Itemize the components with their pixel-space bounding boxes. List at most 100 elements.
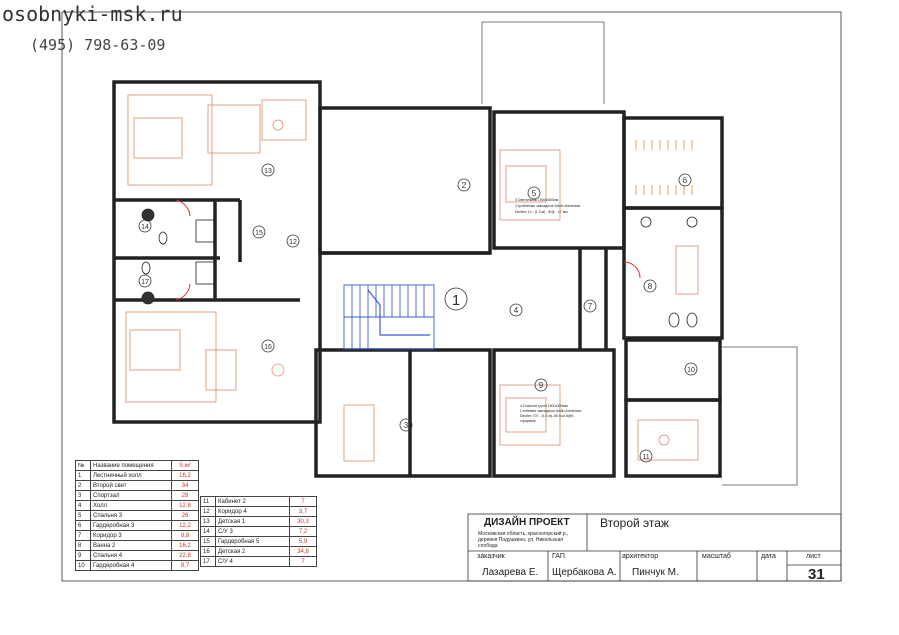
room-17-label: 17 (141, 279, 149, 286)
room-13-label: 13 (264, 168, 272, 175)
header-cell-0: № (75, 460, 91, 471)
room-name: Детская 2 (215, 546, 290, 557)
room-14-label: 14 (141, 224, 149, 231)
room-area: 26 (171, 510, 199, 521)
gap-label: ГАП (552, 553, 565, 560)
doors-red (175, 199, 641, 301)
room5-note-line-1: 4.Светильник 1500x300мм (515, 198, 559, 202)
room-7-label: 7 (588, 302, 593, 311)
room-9-label: 9 (539, 381, 544, 390)
room-labels: 1 2 3 4 5 6 7 8 9 10 11 12 13 14 15 16 1… (138, 163, 698, 463)
header-cell-1: Название помещения (90, 460, 172, 471)
project-label: ДИЗАЙН ПРОЕКТ (484, 517, 570, 528)
room-num: 11 (200, 496, 216, 507)
room-num: 5 (75, 510, 91, 521)
room-5: 5 (527, 186, 541, 200)
room-4: 4 (509, 303, 523, 317)
room5-note: 4.Светильник 1500x300мм Стройевные закла… (515, 198, 580, 214)
room-area: 30,3 (289, 516, 317, 527)
room-area: 8,8 (171, 530, 199, 541)
room-area: 34 (171, 480, 199, 491)
title-block-lines (467, 513, 842, 582)
room-area: 16,2 (171, 470, 199, 481)
room-14: 14 (138, 219, 152, 233)
room-num: 17 (200, 556, 216, 567)
customer-label: заказчик (477, 553, 505, 560)
room-12: 12 (286, 234, 300, 248)
room-area: 34,8 (289, 546, 317, 557)
room-area: 12,2 (171, 520, 199, 531)
room-12-label: 12 (289, 239, 297, 246)
room-1-label: 1 (452, 292, 460, 309)
room-name: Второй свет (90, 480, 172, 491)
room-area: 16,2 (171, 540, 199, 551)
terrace-right (722, 346, 798, 486)
room-num: 10 (75, 560, 91, 571)
room-num: 12 (200, 506, 216, 517)
room-13: 13 (261, 163, 275, 177)
room-10-label: 10 (687, 367, 695, 374)
site-url: osobnyki-msk.ru (2, 2, 183, 26)
room-6-label: 6 (683, 176, 688, 185)
room-name: Гардеробная 4 (90, 560, 172, 571)
room-11-label: 11 (642, 454, 649, 461)
room9-note-line-3: Decflex 707 - (1.6 м)- 80 м.м 8@9- (520, 414, 575, 418)
room-name: Коридор 4 (215, 506, 290, 517)
architect-label: архитектор (622, 553, 659, 560)
room-3-label: 3 (404, 421, 409, 430)
room-4-label: 4 (514, 306, 519, 315)
room-name: Коридор 3 (90, 530, 172, 541)
room-name: Гардеробная 5 (215, 536, 290, 547)
room-area: 5,9 (289, 536, 317, 547)
furniture (125, 94, 699, 462)
address-line-3: слобода (478, 543, 498, 549)
room-name: Гардеробная 3 (90, 520, 172, 531)
header-cell-2: S,м² (171, 460, 199, 471)
room-11: 11 (639, 449, 653, 463)
room-area: 12,8 (171, 500, 199, 511)
room-name: Холл (90, 500, 172, 511)
room-name: Спальня 4 (90, 550, 172, 561)
room-15-label: 15 (255, 230, 263, 237)
room-area: 3,7 (289, 506, 317, 517)
room-num: 15 (200, 536, 216, 547)
room-16-label: 16 (264, 344, 272, 351)
room-num: 16 (200, 546, 216, 557)
room-num: 7 (75, 530, 91, 541)
phone-number: (495) 798-63-09 (30, 36, 166, 54)
room-16: 16 (261, 339, 275, 353)
room-area: 8,7 (171, 560, 199, 571)
room-num: 9 (75, 550, 91, 561)
room-2: 2 (457, 178, 471, 192)
date-label: дата (761, 553, 776, 560)
room-num: 13 (200, 516, 216, 527)
bathroom-fixtures (141, 208, 698, 328)
room-name: С/У 3 (215, 526, 290, 537)
room-num: 14 (200, 526, 216, 537)
architect-name: Пинчук М. (632, 567, 679, 578)
room-17: 17 (138, 274, 152, 288)
sheet-title: Второй этаж (600, 516, 669, 530)
room-num: 8 (75, 540, 91, 551)
room-2-label: 2 (462, 181, 467, 190)
drawing-frame (61, 11, 842, 582)
room5-note-line-2: Стройевные закладные Arklin Adminisse (515, 204, 580, 208)
room-name: Спортзал (90, 490, 172, 501)
room-9: 9 (534, 378, 548, 392)
room-8-label: 8 (648, 282, 653, 291)
